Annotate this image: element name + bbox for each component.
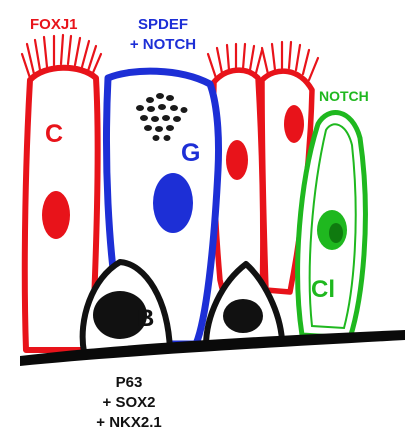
spdef-notch-sub-label: + NOTCH <box>118 35 208 55</box>
goblet-nucleus <box>153 173 193 233</box>
ciliated-nucleus-left <box>42 191 70 239</box>
ciliated-nucleus-middle-b <box>284 105 304 143</box>
goblet-cell-label: G <box>181 141 200 166</box>
p63-label: P63 <box>84 373 174 393</box>
foxj1-label: FOXJ1 <box>30 17 78 32</box>
spdef-notch-label: SPDEF + NOTCH <box>118 15 208 56</box>
spdef-label: SPDEF <box>118 15 208 35</box>
basal-markers-label: P63 + SOX2 + NKX2.1 <box>84 373 174 433</box>
club-nucleus-shade <box>329 223 343 243</box>
basal-cell-label: B <box>137 307 154 331</box>
sox2-label: + SOX2 <box>84 393 174 413</box>
basal-nucleus-right <box>223 299 263 333</box>
nkx21-label: + NKX2.1 <box>84 413 174 433</box>
ciliated-cell-label: C <box>45 122 63 147</box>
club-cell-label: Cl <box>311 278 335 302</box>
ciliated-nucleus-middle-a <box>226 140 248 180</box>
notch-label: NOTCH <box>319 89 369 103</box>
